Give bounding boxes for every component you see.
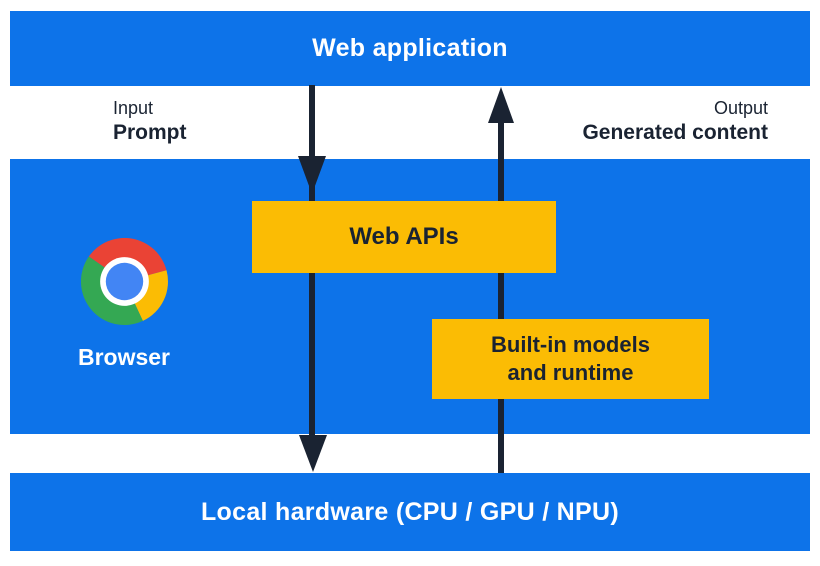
builtin-models-label-line2: and runtime <box>507 360 634 385</box>
output-caption: Output <box>713 98 768 118</box>
web-apis-box: Web APIs <box>252 201 556 273</box>
input-caption: Input <box>113 98 154 118</box>
output-value-label: Generated content <box>582 121 768 144</box>
chrome-browser-icon <box>80 237 168 325</box>
builtin-models-box: Built-in models and runtime <box>432 319 709 399</box>
input-block: Input Prompt <box>113 96 187 146</box>
builtin-models-label-line1: Built-in models <box>491 332 650 357</box>
input-value-label: Prompt <box>113 121 187 144</box>
local-hardware-label: Local hardware (CPU / GPU / NPU) <box>200 497 619 526</box>
local-hardware-bar: Local hardware (CPU / GPU / NPU) <box>10 473 810 551</box>
web-apis-label: Web APIs <box>349 223 459 250</box>
browser-label: Browser <box>77 344 171 370</box>
web-application-label: Web application <box>312 34 508 62</box>
web-application-bar: Web application <box>10 11 810 86</box>
output-block: Output Generated content <box>582 96 768 146</box>
